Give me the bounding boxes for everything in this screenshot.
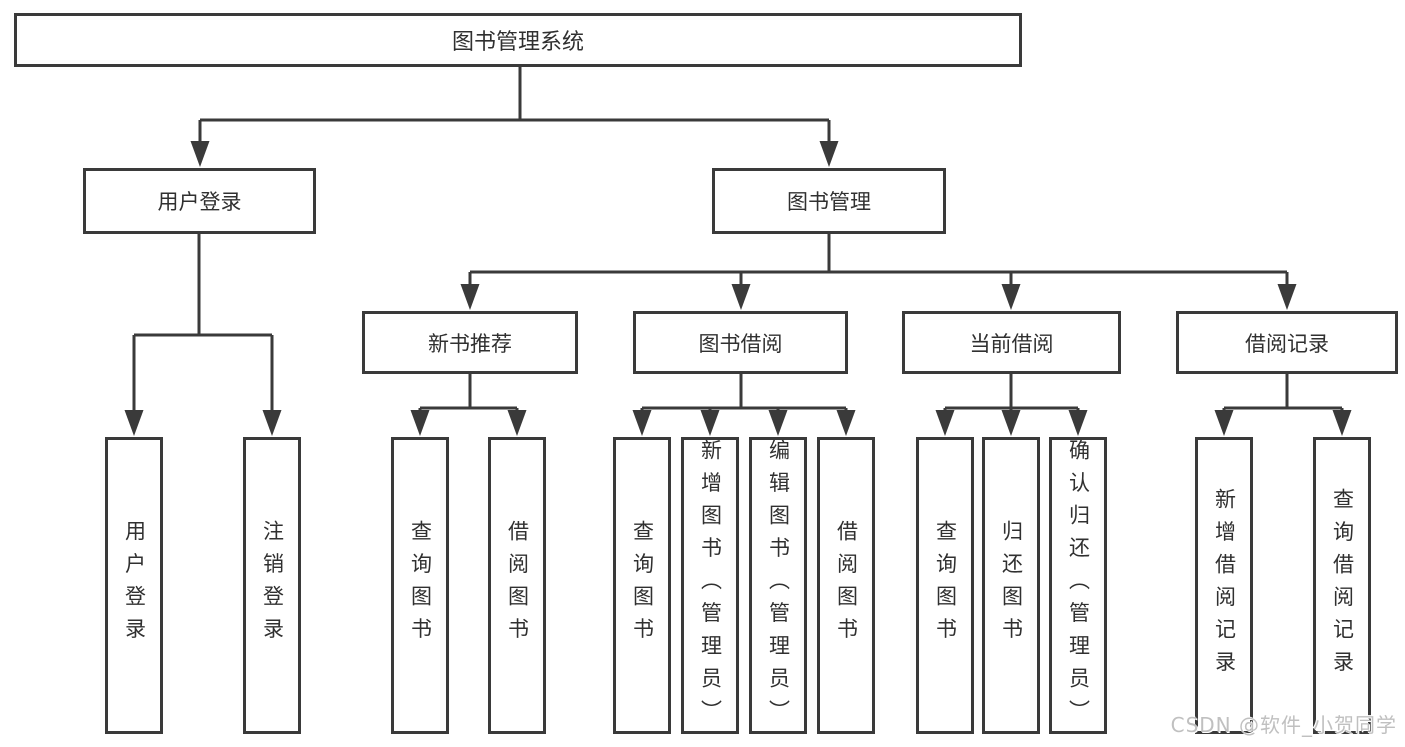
leaf-query-borrow-record: 查询借阅记录 (1313, 437, 1371, 734)
leaf-query-books-current: 查询图书 (916, 437, 974, 734)
leaf-borrow-books: 借阅图书 (817, 437, 875, 734)
node-label: 注销登录 (260, 520, 285, 651)
node-label: 图书借阅 (698, 331, 783, 356)
leaf-return-books: 归还图书 (982, 437, 1040, 734)
leaf-logout: 注销登录 (243, 437, 301, 734)
node-label: 用户登录 (122, 520, 147, 651)
node-book-management: 图书管理 (712, 168, 946, 234)
node-user-login: 用户登录 (83, 168, 316, 234)
node-label: 图书管理系统 (451, 30, 584, 55)
leaf-user-login: 用户登录 (105, 437, 163, 734)
node-label: 借阅图书 (834, 520, 859, 651)
arrowhead-icons (124, 141, 1352, 436)
node-borrowing-records: 借阅记录 (1176, 311, 1398, 374)
node-label: 当前借阅 (969, 331, 1054, 356)
leaf-add-books-admin: 新增图书（管理员） (681, 437, 739, 734)
csdn-watermark: CSDN @软件_小贺同学 (1170, 713, 1397, 737)
node-label: 查询图书 (408, 520, 433, 651)
node-label: 查询图书 (630, 520, 655, 651)
node-label: 新增借阅记录 (1212, 487, 1237, 684)
leaf-borrow-books-recommend: 借阅图书 (488, 437, 546, 734)
node-new-book-recommendation: 新书推荐 (362, 311, 578, 374)
node-label: 查询借阅记录 (1330, 487, 1355, 684)
node-label: 归还图书 (999, 520, 1024, 651)
node-label: 借阅记录 (1245, 331, 1329, 356)
leaf-query-books-recommend: 查询图书 (391, 437, 449, 734)
leaf-query-books-borrowing: 查询图书 (613, 437, 671, 734)
node-label: 编辑图书（管理员） (766, 439, 791, 732)
node-label: 新书推荐 (428, 331, 512, 356)
node-root-library-system: 图书管理系统 (14, 13, 1022, 67)
leaf-add-borrow-record: 新增借阅记录 (1195, 437, 1253, 734)
node-label: 新增图书（管理员） (698, 439, 723, 732)
node-book-borrowing: 图书借阅 (633, 311, 848, 374)
node-label: 用户登录 (157, 190, 242, 214)
node-label: 图书管理 (787, 190, 871, 214)
node-label: 查询图书 (933, 520, 958, 651)
leaf-edit-books-admin: 编辑图书（管理员） (749, 437, 807, 734)
node-label: 确认归还（管理员） (1066, 439, 1091, 732)
node-label: 借阅图书 (505, 520, 530, 651)
leaf-confirm-return-admin: 确认归还（管理员） (1049, 437, 1107, 734)
connector-paths (132, 66, 1344, 412)
node-current-borrowing: 当前借阅 (902, 311, 1121, 374)
